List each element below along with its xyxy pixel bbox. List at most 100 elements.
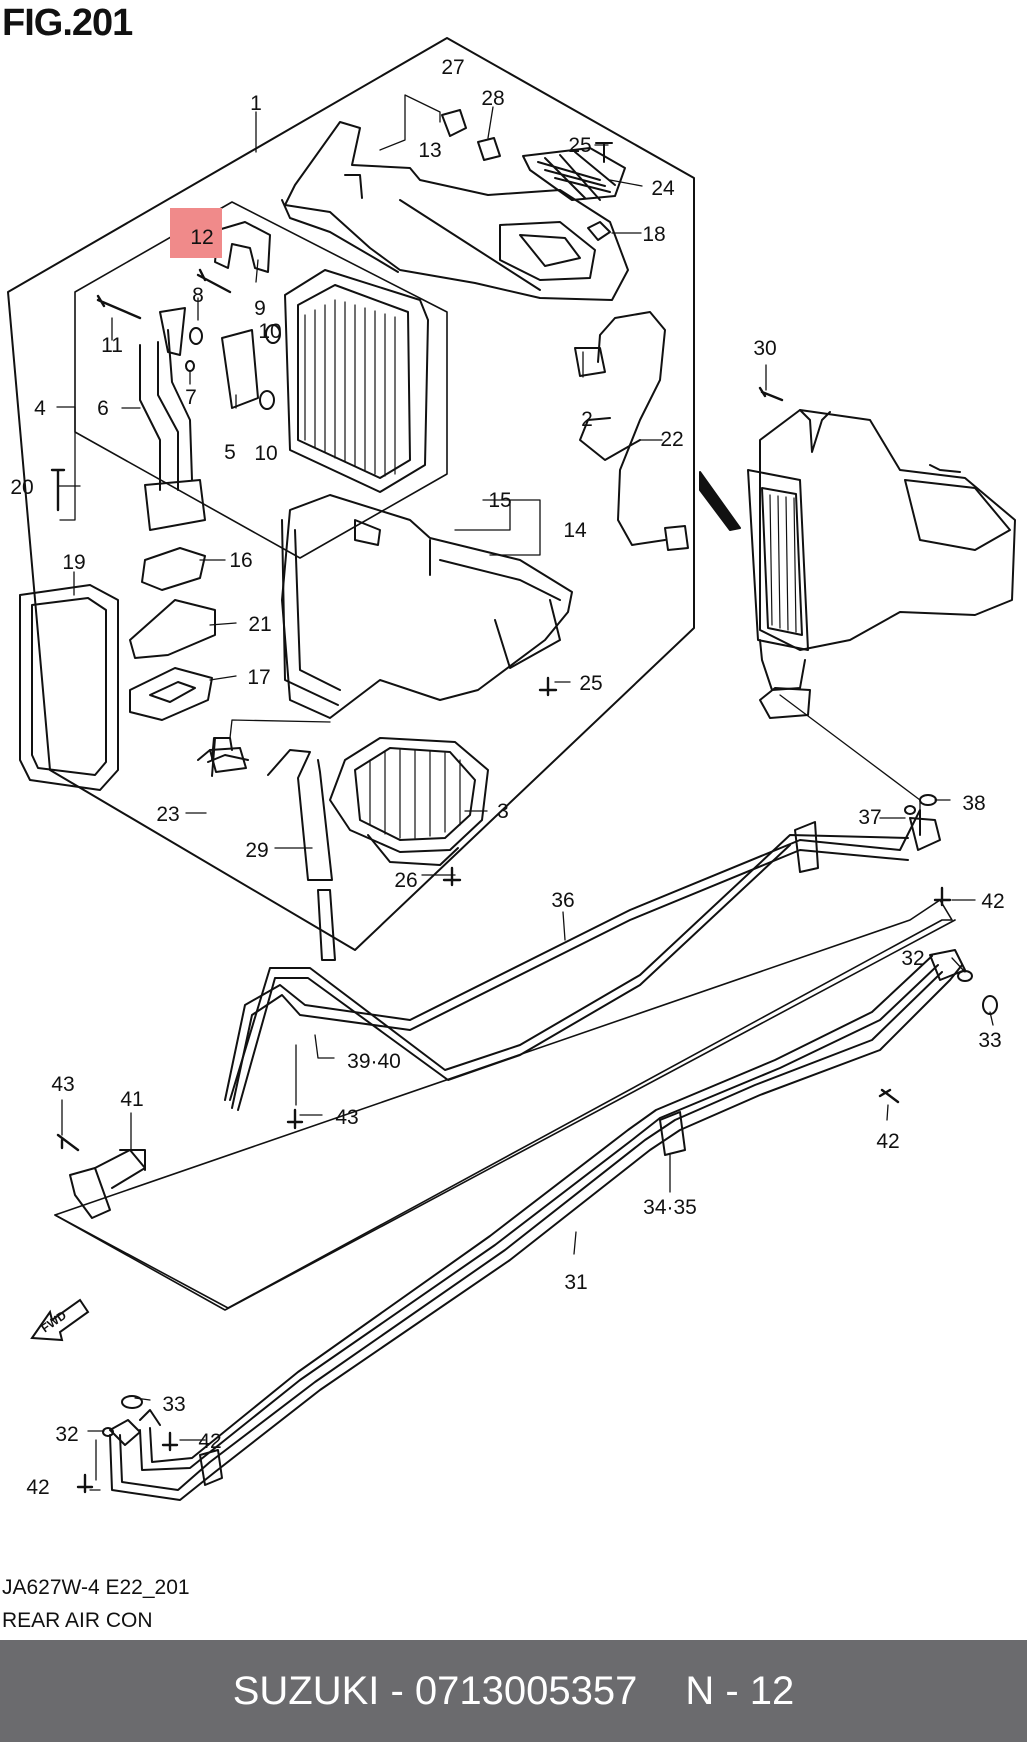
bolt-30 <box>758 386 784 402</box>
callout: 25 <box>579 672 602 695</box>
callout: 5 <box>224 441 236 464</box>
direction-arrow <box>699 471 741 531</box>
callout: 39·40 <box>347 1050 401 1073</box>
upper-case-housing <box>281 121 629 301</box>
callout-labels: 12 1 2 3 4 5 6 7 8 9 10 10 11 13 14 15 1… <box>10 56 1004 1499</box>
seal-17 <box>129 667 213 721</box>
screw-25-top <box>595 142 613 163</box>
callout: 12 <box>190 226 213 249</box>
insulator-9 <box>214 221 271 273</box>
callout: 8 <box>192 284 204 307</box>
footer-page-ref: N - 12 <box>685 1668 795 1713</box>
callout: 43 <box>335 1106 358 1129</box>
callout: 29 <box>245 839 268 862</box>
o-ring-33-left <box>121 1395 143 1409</box>
screw-26 <box>442 866 462 887</box>
bolt-42-b <box>878 1088 900 1104</box>
callout: 23 <box>156 803 179 826</box>
callout: 10 <box>254 442 277 465</box>
drain-hose-29 <box>267 749 336 961</box>
callout: 15 <box>488 489 511 512</box>
callout: 24 <box>651 177 675 200</box>
footer-bar: SUZUKI - 0713005357 N - 12 <box>0 1640 1027 1742</box>
callout: 6 <box>97 397 109 420</box>
callout: 16 <box>229 549 252 572</box>
bolt-20 <box>50 468 66 512</box>
callout: 34·35 <box>643 1196 697 1219</box>
callout: 36 <box>551 889 574 912</box>
callout: 32 <box>55 1423 78 1446</box>
callout: 32 <box>901 947 924 970</box>
callout: 37 <box>858 806 881 829</box>
callout: 1 <box>250 92 262 115</box>
fwd-arrow: FWD <box>30 1298 90 1342</box>
o-ring-32-left <box>102 1427 114 1437</box>
evaporator-core <box>284 269 429 493</box>
clip-18 <box>587 221 611 241</box>
o-ring-8 <box>189 327 203 345</box>
wire-harness <box>574 311 689 551</box>
pipe-36 <box>224 809 941 1111</box>
callout: 20 <box>10 476 33 499</box>
callout: 41 <box>120 1088 143 1111</box>
rear-unit-assembly <box>747 409 1016 719</box>
pipe-6 <box>139 307 206 531</box>
callout: 42 <box>981 890 1004 913</box>
bracket-41 <box>69 1149 146 1219</box>
grommet-16 <box>141 547 206 591</box>
evaporator-frame <box>74 201 448 559</box>
footer-part-number: SUZUKI - 0713005357 <box>232 1668 638 1713</box>
callout: 33 <box>978 1029 1001 1052</box>
callout: 21 <box>248 613 271 636</box>
figure-name: REAR AIR CON <box>2 1609 153 1632</box>
callout: 19 <box>62 551 85 574</box>
callout: 30 <box>753 337 776 360</box>
figure-title: FIG.201 <box>2 2 133 44</box>
o-ring-10b <box>259 390 275 410</box>
callout: 17 <box>247 666 270 689</box>
callout: 3 <box>497 800 509 823</box>
callout: 9 <box>254 297 266 320</box>
bolt-42-c <box>161 1431 179 1452</box>
callout: 42 <box>876 1130 899 1153</box>
callout: 2 <box>581 408 593 431</box>
callout: 10 <box>258 320 281 343</box>
bolt-43-left <box>56 1133 80 1152</box>
callout: 22 <box>660 428 683 451</box>
o-ring-37 <box>904 805 916 815</box>
callout: 43 <box>51 1073 74 1096</box>
callout: 27 <box>441 56 464 79</box>
callout: 13 <box>418 139 441 162</box>
o-ring-38 <box>919 794 937 806</box>
callout: 28 <box>481 87 504 110</box>
bolt-43-center <box>286 1108 304 1130</box>
leader-lines <box>56 94 994 1491</box>
tube-frame <box>54 919 956 1311</box>
callout: 26 <box>394 869 417 892</box>
o-ring-10a <box>265 324 281 344</box>
expansion-valve <box>221 329 259 409</box>
pipe-31 <box>109 949 966 1501</box>
bushing-27 <box>441 109 467 137</box>
callout: 42 <box>26 1476 49 1499</box>
callout: 7 <box>185 386 197 409</box>
bolt-42-d <box>76 1473 94 1494</box>
callout: 42 <box>198 1430 221 1453</box>
callout: 33 <box>162 1393 185 1416</box>
callout: 25 <box>568 134 591 157</box>
o-ring-32-right <box>957 970 973 982</box>
callout: 4 <box>34 397 46 420</box>
callout: 31 <box>564 1271 587 1294</box>
blower-motor <box>329 737 489 866</box>
drain-hose-21 <box>129 599 216 659</box>
callout: 11 <box>101 334 123 357</box>
callout: 18 <box>642 223 665 246</box>
filter-grille <box>522 147 626 201</box>
lower-case-housing <box>281 494 573 719</box>
o-ring-7 <box>185 360 195 372</box>
figure-code: JA627W-4 E22_201 <box>2 1576 190 1599</box>
bolt-42-a <box>933 886 952 907</box>
screw-25-bottom <box>538 676 558 697</box>
callout: 38 <box>962 792 985 815</box>
callout: 14 <box>563 519 587 542</box>
